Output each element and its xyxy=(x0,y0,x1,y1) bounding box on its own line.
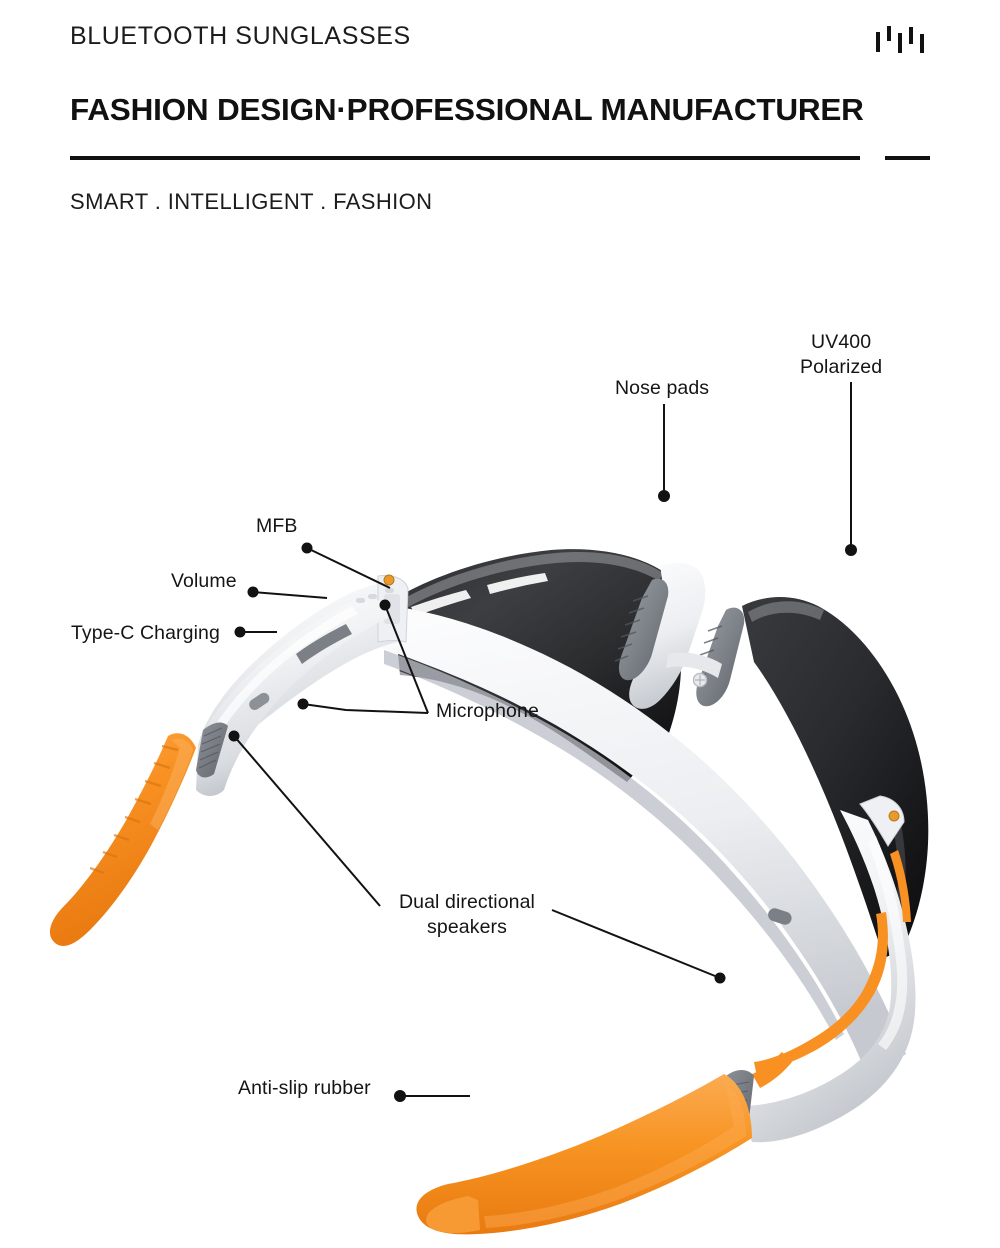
leader-speaker-branch-1 xyxy=(233,735,381,907)
orange-accent-stripe-1 xyxy=(890,850,911,922)
equalizer-bar-4 xyxy=(909,27,913,44)
mfb-button xyxy=(385,588,394,593)
callout-label-dual-directional-speakers: Dual directional speakers xyxy=(398,891,535,938)
callout-label-type-c-charging: Type-C Charging xyxy=(71,622,220,644)
callout-label-anti-slip-rubber: Anti-slip rubber xyxy=(238,1077,371,1099)
mic-slot-right xyxy=(768,908,792,925)
orange-accent-chevron xyxy=(752,1052,792,1088)
nose-bridge xyxy=(614,562,745,709)
left-antislip-rubber xyxy=(49,733,197,946)
charging-port xyxy=(296,624,352,664)
dot-uv400 xyxy=(845,544,857,556)
callout-dots xyxy=(228,490,857,1102)
left-temple-arm xyxy=(196,574,409,796)
dot-typec xyxy=(234,626,246,638)
divider-long-rule xyxy=(70,156,860,160)
callout-label-uv400: UV400 Polarized xyxy=(800,331,883,378)
volume-button-2 xyxy=(368,594,377,599)
leader-mic-branch-2 xyxy=(384,604,429,714)
page-title: FASHION DESIGN·PROFESSIONAL MANUFACTURER xyxy=(70,92,864,127)
eyebrow-title: BLUETOOTH SUNGLASSES xyxy=(70,22,411,50)
divider-short-dash xyxy=(885,156,930,160)
product-illustration: UV400 Polarized Nose pads MFB Volume Typ… xyxy=(0,250,1000,1248)
dot-mfb xyxy=(301,542,313,554)
lens-vent-slot-1 xyxy=(411,590,471,616)
dot-nose-pads xyxy=(658,490,670,502)
left-tip-ribs xyxy=(89,744,179,875)
right-temple-tip xyxy=(416,1074,752,1235)
leader-mfb xyxy=(306,547,391,589)
lens-vent-slot-2 xyxy=(487,573,548,594)
dot-speaker-left xyxy=(228,730,240,742)
hinge-screw-left xyxy=(383,574,395,586)
equalizer-bar-3 xyxy=(898,33,902,53)
dot-volume xyxy=(247,586,259,598)
left-temple-shell xyxy=(196,600,390,796)
callout-label-microphone: Microphone xyxy=(436,700,539,722)
right-hinge-block xyxy=(859,795,905,847)
nose-pad-right xyxy=(696,607,745,707)
tagline: SMART . INTELLIGENT . FASHION xyxy=(70,189,433,214)
equalizer-bar-2 xyxy=(887,26,891,41)
dot-antislip xyxy=(394,1090,406,1102)
sunglasses-diagram xyxy=(49,382,929,1235)
equalizer-icon xyxy=(876,26,930,56)
right-antislip-rubber xyxy=(416,1074,752,1235)
leader-speaker-branch-2 xyxy=(551,909,721,979)
callout-leader-lines xyxy=(233,382,852,1097)
equalizer-bar-1 xyxy=(876,32,880,52)
leader-mic-branch-1 xyxy=(302,703,429,714)
left-temple-tip xyxy=(49,733,197,946)
leader-volume xyxy=(252,591,328,599)
divider xyxy=(70,156,930,161)
dot-speaker-right xyxy=(714,972,726,984)
callout-label-nose-pads: Nose pads xyxy=(615,377,710,399)
hinge-screw-right xyxy=(888,810,900,822)
nose-bridge-body xyxy=(629,562,706,709)
orange-accent-stripe-2 xyxy=(754,912,888,1072)
mic-slot-left xyxy=(249,692,270,710)
header-block: BLUETOOTH SUNGLASSES FASHION DESIGN·PROF… xyxy=(0,0,1000,240)
callout-label-volume: Volume xyxy=(171,570,237,592)
frame-rim xyxy=(382,606,906,1078)
right-temple-body xyxy=(740,810,916,1143)
callout-label-mfb: MFB xyxy=(256,515,298,537)
nose-pad-left xyxy=(618,578,669,681)
nose-pad-left-ribs xyxy=(614,595,649,662)
volume-button-1 xyxy=(356,598,365,603)
equalizer-bar-5 xyxy=(920,34,924,53)
frame-rim-band xyxy=(382,606,906,1078)
dot-microphone-2 xyxy=(379,599,391,611)
dot-microphone-1 xyxy=(297,698,309,710)
